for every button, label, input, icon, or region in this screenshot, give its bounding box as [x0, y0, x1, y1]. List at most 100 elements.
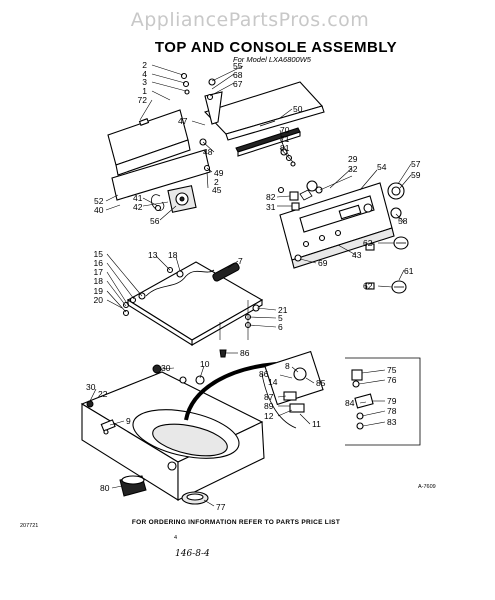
callout-79: 79 [387, 396, 397, 406]
callout-81: 81 [280, 143, 290, 153]
callout-49: 49 [214, 168, 224, 178]
callout-61: 61 [404, 266, 414, 276]
callout-2b: 2 [214, 177, 219, 187]
callout-68: 68 [233, 70, 243, 80]
callout-43: 43 [352, 250, 362, 260]
cabinet-top [80, 371, 265, 501]
handwritten-note: 146-8-4 [175, 549, 210, 559]
callout-20: 20 [94, 295, 104, 305]
console-trim-strip [235, 127, 301, 157]
callout-17: 17 [94, 267, 104, 277]
leader-lines [89, 64, 412, 507]
callout-58: 58 [398, 216, 408, 226]
callout-80: 80 [100, 483, 110, 493]
callout-82: 82 [266, 192, 276, 202]
lid-bumper [212, 262, 240, 282]
callout-89: 89 [264, 401, 274, 411]
callout-29: 29 [348, 154, 358, 164]
diagram-title: TOP AND CONSOLE ASSEMBLY [155, 39, 397, 56]
callout-50: 50 [293, 104, 303, 114]
callout-32: 32 [348, 164, 358, 174]
callout-14: 14 [268, 377, 278, 387]
lid-switch-detail [261, 350, 324, 429]
callout-16: 16 [94, 258, 104, 268]
callout-70: 70 [280, 125, 290, 135]
callout-47: 47 [178, 116, 188, 126]
page-marker: 4 [174, 535, 177, 541]
callout-76: 76 [387, 375, 397, 385]
callout-21: 21 [278, 305, 288, 315]
callout-18b: 18 [168, 250, 178, 260]
callout-40: 40 [94, 205, 104, 215]
callout-30: 30 [161, 363, 171, 373]
callout-55: 55 [233, 61, 243, 71]
callout-11: 11 [312, 419, 321, 429]
ordering-footer: FOR ORDERING INFORMATION REFER TO PARTS … [132, 519, 340, 526]
console-hinge-bracket [204, 78, 223, 125]
callout-8: 8 [285, 361, 290, 371]
timer-knob [387, 182, 405, 219]
callout-30b: 30 [86, 382, 96, 392]
hinge-bracket-9 [100, 419, 116, 435]
callout-87: 87 [264, 392, 274, 402]
watermark: AppliancePartsPros.com [131, 9, 370, 31]
gasket-77 [181, 491, 209, 505]
callout-48: 48 [203, 147, 213, 157]
callout-22: 22 [98, 389, 108, 399]
lid-switch-harness [122, 266, 215, 317]
callout-78: 78 [387, 406, 397, 416]
callout-2: 2 [142, 60, 147, 70]
callout-77: 77 [216, 502, 226, 512]
callout-42: 42 [133, 202, 143, 212]
washer-top-panel [126, 261, 264, 346]
callout-7: 7 [238, 256, 243, 266]
console-rear-panel [111, 149, 211, 201]
callout-86b: 86 [259, 369, 269, 379]
callout-54: 54 [377, 162, 387, 172]
screw-86 [219, 349, 227, 358]
callout-31: 31 [266, 202, 276, 212]
control-panel [279, 182, 395, 269]
callout-15: 15 [94, 249, 104, 259]
callout-5: 5 [278, 313, 283, 323]
callout-67: 67 [233, 79, 243, 89]
callout-9: 9 [126, 416, 131, 426]
callout-4: 4 [142, 69, 147, 79]
document-code: 207721 [20, 523, 38, 529]
cabinet-hardware-left [86, 364, 205, 408]
callout-13: 13 [148, 250, 158, 260]
callout-52: 52 [94, 196, 104, 206]
console-end-cap-left [107, 109, 191, 176]
callout-71: 71 [280, 134, 290, 144]
callout-56: 56 [150, 216, 160, 226]
callout-1: 1 [142, 86, 147, 96]
model-subtitle: For Model LXA6800W5 [233, 55, 312, 64]
callout-18: 18 [94, 276, 104, 286]
callout-3: 3 [142, 77, 147, 87]
callout-72: 72 [138, 95, 148, 105]
bleach-dispenser-80 [119, 475, 147, 497]
callout-6: 6 [278, 322, 283, 332]
console-top-cover [203, 81, 325, 141]
timer-motor-assembly [151, 185, 197, 213]
callout-83: 83 [387, 417, 397, 427]
callout-59: 59 [411, 170, 421, 180]
callout-numbers: 2 4 3 1 72 47 55 68 67 50 70 71 81 48 52… [86, 60, 421, 512]
callout-12: 12 [264, 411, 274, 421]
callout-19: 19 [94, 286, 104, 296]
inset-box [345, 357, 421, 446]
callout-69: 69 [318, 258, 328, 268]
figure-code: A-7609 [418, 484, 436, 490]
callout-84: 84 [345, 398, 355, 408]
callout-57: 57 [411, 159, 421, 169]
callout-62: 62 [363, 238, 373, 248]
callout-85: 85 [316, 378, 326, 388]
callout-45: 45 [212, 185, 222, 195]
selector-knobs [365, 236, 409, 294]
callout-41: 41 [133, 193, 143, 203]
callout-62b: 62 [363, 281, 373, 291]
callout-75: 75 [387, 365, 397, 375]
callout-10: 10 [200, 359, 210, 369]
